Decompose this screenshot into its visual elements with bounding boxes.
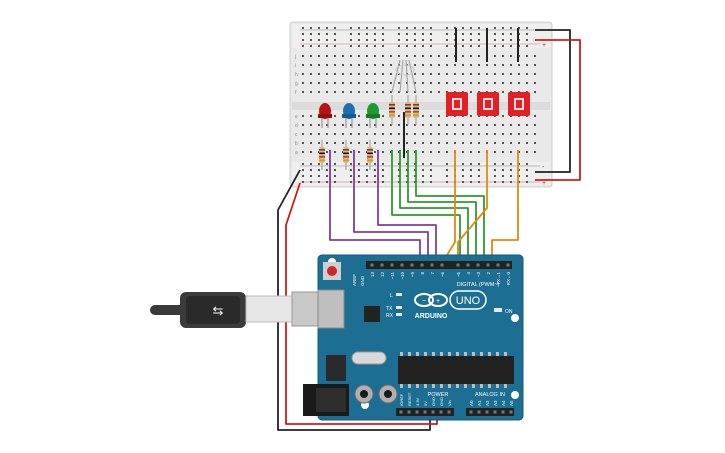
digital-pin-label: ~5 (456, 272, 461, 278)
analog-pin-label: A0 (469, 400, 474, 406)
pushbuttons (446, 92, 530, 116)
row-letter: c (295, 132, 298, 138)
usb-cable[interactable]: ⇆ (150, 291, 341, 328)
wire-purple-blue-led[interactable] (353, 150, 429, 264)
svg-text:−: − (422, 298, 426, 305)
digital-pin-label: 7 (430, 272, 435, 275)
resistors (319, 95, 419, 170)
wire-green-2[interactable] (399, 150, 469, 264)
power-pin-label: GND (431, 397, 436, 406)
analog-pin-label: A5 (509, 400, 514, 406)
power-pin-label: RESET (407, 392, 412, 406)
wire-purple-green-led[interactable] (377, 150, 437, 264)
aref-pin-label: AREF (352, 274, 357, 286)
rgb-led[interactable] (391, 59, 417, 93)
rail-plus-label-bottom: + (542, 180, 546, 187)
on-label: ON (505, 309, 513, 315)
power-label: POWER (428, 392, 449, 398)
led-blue[interactable] (342, 103, 356, 128)
resistor[interactable] (413, 95, 419, 125)
wire-green-3[interactable] (407, 150, 477, 264)
digital-pin-label: TX→1 (496, 272, 501, 285)
wire-green-4[interactable] (415, 150, 485, 264)
arduino-logo: − + (414, 293, 448, 307)
l-led-label: L (390, 293, 393, 299)
atmega-chip (398, 352, 514, 388)
gnd-pin-label: GND (360, 275, 365, 286)
usb-symbol-icon: ⇆ (213, 303, 224, 318)
digital-pin-label: RX←0 (506, 272, 511, 286)
digital-pin-label: 8 (420, 272, 425, 275)
pushbutton-2[interactable] (477, 92, 499, 116)
dc-power-jack[interactable] (303, 384, 349, 416)
rail-plus-label: + (542, 42, 546, 49)
power-pin-label: Vin (447, 400, 452, 406)
analog-in-label: ANALOG IN (475, 392, 505, 398)
jumpers-top (403, 28, 519, 158)
rx-label: RX (386, 313, 394, 319)
resistor[interactable] (405, 95, 411, 125)
digital-pin-label: 4 (466, 272, 471, 275)
row-letter: j (294, 54, 296, 60)
wire-orange-button-2[interactable] (457, 150, 488, 264)
digital-pin-label: ~9 (410, 272, 415, 278)
wire-orange-button-3[interactable] (491, 150, 519, 264)
tx-label: TX (386, 306, 393, 312)
pushbutton-3[interactable] (508, 92, 530, 116)
row-letter: b (295, 141, 298, 147)
digital-pin-label: 12 (380, 272, 385, 278)
digital-pin-label: 2 (486, 272, 491, 275)
row-letter: a (295, 150, 298, 156)
digital-label: DIGITAL (PWM~) (457, 282, 500, 288)
resistor[interactable] (389, 95, 395, 125)
wire-purple-red-led[interactable] (329, 150, 421, 264)
model-label: UNO (456, 295, 481, 307)
rail-minus-label-bottom: - (542, 164, 545, 171)
led-green[interactable] (366, 103, 380, 128)
power-pin-label: GND (439, 397, 444, 406)
analog-pin-label: A1 (477, 400, 482, 406)
reset-button[interactable] (323, 262, 341, 280)
resistor[interactable] (343, 140, 349, 170)
analog-pin-label: A4 (501, 400, 506, 406)
wire-red-rail-right[interactable] (535, 39, 581, 181)
leds (318, 103, 380, 128)
row-letter: g (295, 81, 298, 87)
digital-pin-label: ~10 (400, 272, 405, 280)
power-pin-label: 3.3V (415, 397, 420, 406)
digital-pin-label: 13 (370, 272, 375, 278)
brand-label: ARDUINO (415, 313, 448, 320)
row-letter: d (295, 123, 298, 129)
resistor[interactable] (319, 140, 325, 170)
analog-pin-label: A2 (485, 400, 490, 406)
wire-black-rail-right[interactable] (535, 29, 571, 173)
digital-pin-label: ~11 (390, 272, 395, 280)
power-pin-label: 5V (423, 401, 428, 406)
digital-pin-label: ~6 (440, 272, 445, 278)
row-letter: i (295, 63, 296, 69)
resistor[interactable] (367, 140, 373, 170)
row-letter: h (295, 72, 298, 78)
digital-pin-label: ~3 (476, 272, 481, 278)
led-red[interactable] (318, 103, 332, 128)
svg-text:+: + (436, 298, 440, 305)
power-pin-label: IOREF (399, 393, 404, 406)
analog-pin-label: A3 (493, 400, 498, 406)
arduino-uno-board[interactable]: − + ARDUINO UNO DIGITAL (PWM~) POWER ANA… (303, 254, 524, 421)
pushbutton-1[interactable] (446, 92, 468, 116)
row-letter: f (295, 90, 297, 96)
row-letter: e (295, 114, 298, 120)
